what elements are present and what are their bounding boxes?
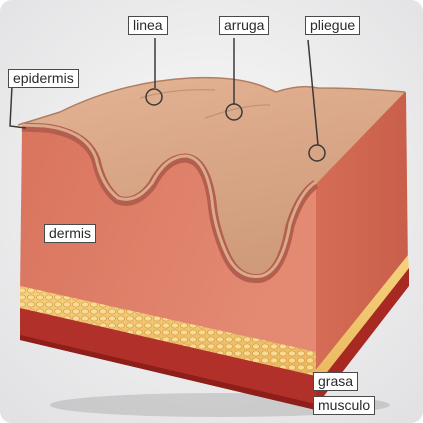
label-epidermis: epidermis	[8, 69, 79, 88]
label-musculo: musculo	[313, 396, 375, 415]
label-linea: linea	[128, 16, 168, 35]
label-pliegue: pliegue	[305, 16, 360, 35]
label-arruga: arruga	[219, 16, 269, 35]
label-dermis: dermis	[44, 224, 96, 243]
label-grasa: grasa	[313, 372, 358, 391]
